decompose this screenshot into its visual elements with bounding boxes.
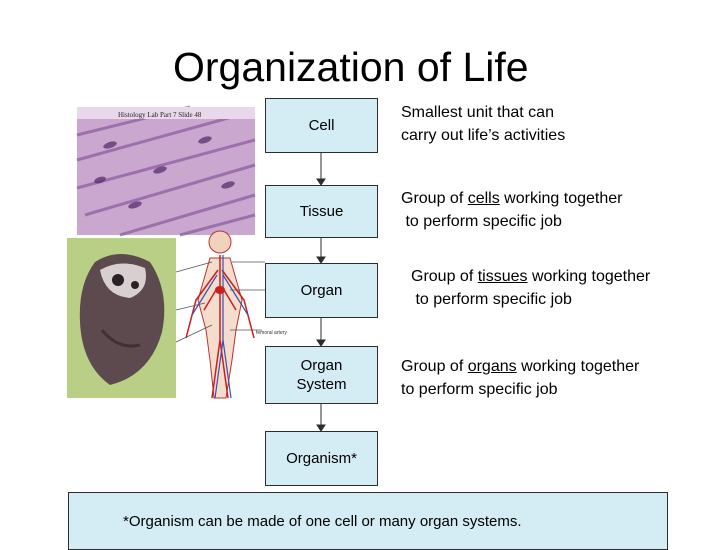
level-label-line1: Organ xyxy=(300,357,343,374)
description-line: to perform specific job xyxy=(411,291,572,308)
description-text: working together xyxy=(499,190,623,207)
level-label: Organ xyxy=(300,282,343,299)
hierarchy-arrows xyxy=(316,153,326,432)
tissue-micrograph-image: Histology Lab Part 7 Slide 48 xyxy=(76,105,256,237)
description-organ: Group of tissues working together to per… xyxy=(411,265,650,311)
description-line: to perform specific job xyxy=(401,381,558,398)
description-text: Group of xyxy=(401,358,468,375)
description-organ-system: Group of organs working together to perf… xyxy=(401,355,639,401)
page-title: Organization of Life xyxy=(173,44,529,90)
level-label: Cell xyxy=(308,117,335,134)
femoral-artery-label: femoral artery xyxy=(256,330,287,336)
description-text: working together xyxy=(527,268,651,285)
footnote-text: *Organism can be made of one cell or man… xyxy=(123,513,522,530)
level-box-organ-system: Organ System xyxy=(265,346,378,404)
level-box-cell: Cell xyxy=(265,98,378,153)
description-keyword: organs xyxy=(467,358,517,375)
description-tissue: Group of cells working together to perfo… xyxy=(401,187,622,233)
circulatory-system-image: femoral artery xyxy=(175,230,287,399)
level-label-line2: System xyxy=(296,376,347,393)
description-text: Group of xyxy=(401,190,468,207)
description-line: carry out life’s activities xyxy=(401,127,566,144)
heart-image xyxy=(67,238,176,398)
description-keyword: tissues xyxy=(477,268,528,285)
level-box-organ: Organ xyxy=(265,263,378,318)
level-label: Organism* xyxy=(286,450,357,467)
description-line: Smallest unit that can xyxy=(401,104,554,121)
description-keyword: cells xyxy=(467,190,500,207)
description-cell: Smallest unit that can carry out life’s … xyxy=(401,101,565,147)
level-label: Tissue xyxy=(299,203,344,220)
description-text: Group of xyxy=(411,268,478,285)
description-text: working together xyxy=(516,358,640,375)
micrograph-caption: Histology Lab Part 7 Slide 48 xyxy=(118,111,202,119)
level-box-tissue: Tissue xyxy=(265,185,378,238)
level-box-organism: Organism* xyxy=(265,431,378,486)
description-line: to perform specific job xyxy=(401,213,562,230)
footnote-box: *Organism can be made of one cell or man… xyxy=(68,492,668,550)
